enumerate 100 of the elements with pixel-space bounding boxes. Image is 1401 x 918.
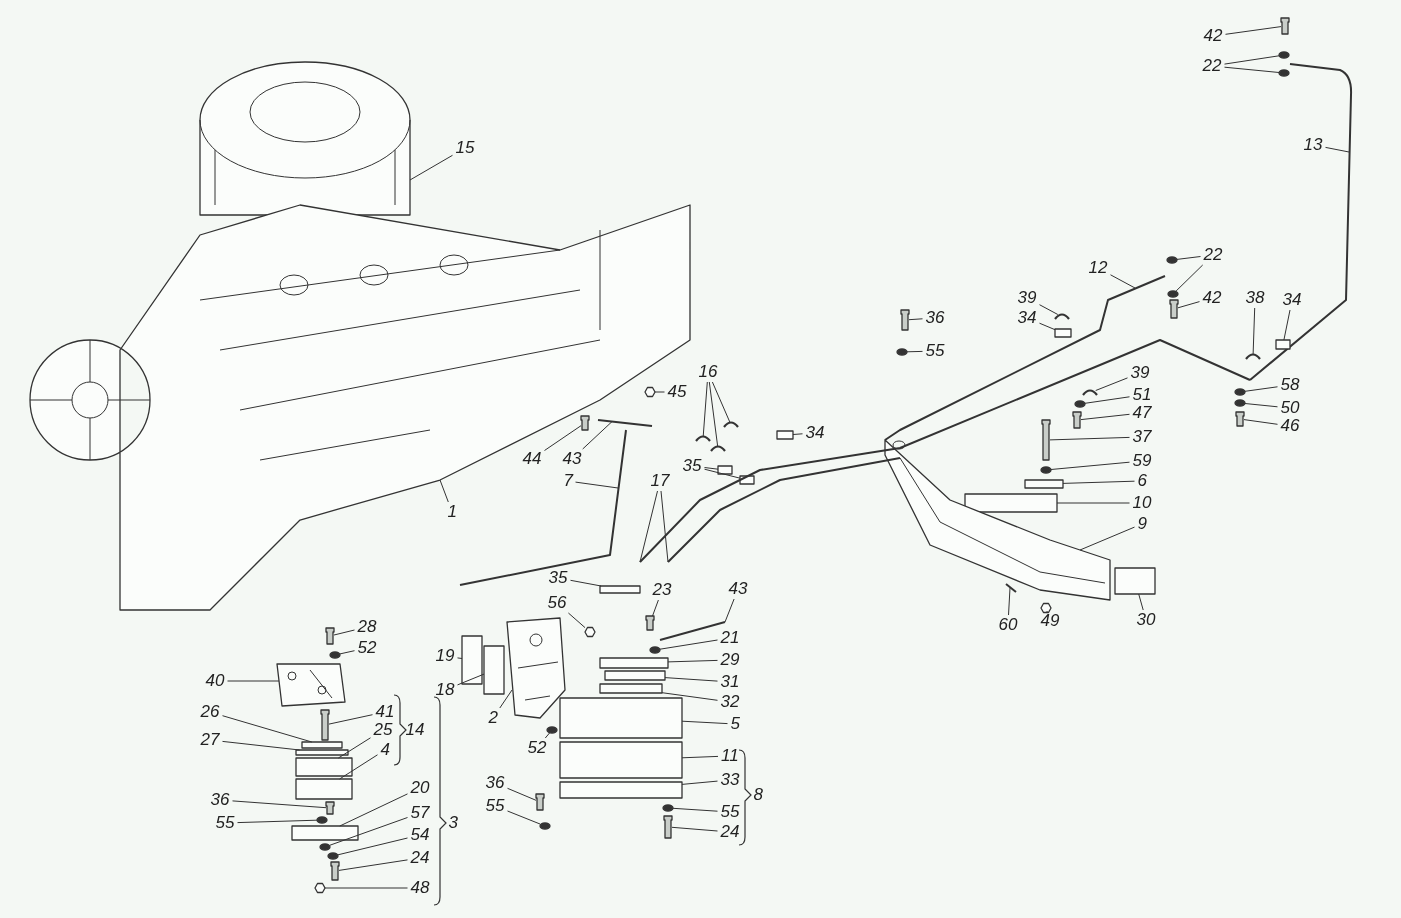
leader-line: [570, 579, 602, 587]
leader-line: [681, 780, 718, 785]
callout-number: 10: [1131, 494, 1153, 512]
washer: [649, 646, 661, 654]
leader-line: [1175, 264, 1204, 292]
callout-number: 55: [924, 342, 946, 360]
leader-line: [704, 467, 719, 470]
leader-line: [1177, 301, 1200, 309]
callout-number: 29: [719, 651, 741, 669]
leader-line: [1050, 461, 1130, 470]
callout-number: 40: [204, 672, 226, 690]
support-bracket-drawing: [506, 617, 566, 719]
leader-line: [792, 433, 803, 435]
callout-number: 18: [434, 681, 456, 699]
callout-number: 34: [1016, 309, 1038, 327]
leader-line: [339, 793, 408, 827]
leader-line: [1224, 66, 1280, 73]
bolt: [1072, 411, 1082, 429]
air-filter-drawing: [199, 61, 411, 216]
bolt: [1169, 299, 1179, 319]
callout-number: 12: [1087, 259, 1109, 277]
callout-number: 30: [1135, 611, 1157, 629]
callout-number: 55: [214, 814, 236, 832]
leader-line: [1110, 274, 1136, 289]
callout-number: 9: [1136, 515, 1148, 533]
callout-number: 43: [561, 450, 583, 468]
callout-number: 34: [804, 424, 826, 442]
callout-number: 54: [409, 826, 431, 844]
leader-line: [1325, 146, 1350, 153]
leader-line: [1225, 26, 1282, 35]
washer: [329, 651, 341, 659]
washer: [1278, 51, 1290, 59]
washer: [539, 822, 551, 830]
leader-line: [222, 740, 301, 751]
leader-line: [338, 859, 408, 871]
leader-line: [702, 381, 708, 437]
callout-number: 27: [199, 731, 221, 749]
callout-number: 28: [356, 618, 378, 636]
bolt: [330, 861, 340, 881]
leader-line: [661, 692, 718, 701]
leader-line: [708, 381, 719, 447]
leader-line: [499, 689, 513, 709]
bolt: [1280, 17, 1290, 35]
washer: [319, 843, 331, 851]
leader-line: [660, 490, 669, 563]
leader-line: [237, 819, 318, 824]
callout-number: 43: [727, 580, 749, 598]
leader-line: [1008, 587, 1011, 616]
callout-number: 37: [1131, 428, 1153, 446]
callout-number: 36: [209, 791, 231, 809]
callout-number: 48: [409, 879, 431, 897]
bolt: [663, 815, 673, 839]
bolt: [535, 793, 545, 811]
leader-line: [439, 479, 449, 503]
leader-line: [1176, 256, 1201, 260]
leader-line: [339, 650, 355, 655]
callout-number: 39: [1129, 364, 1151, 382]
callout-number: 25: [372, 721, 394, 739]
clip: [1245, 353, 1261, 360]
leader-line: [567, 612, 586, 629]
pipe: [639, 339, 1251, 563]
callout-number: 58: [1279, 376, 1301, 394]
leader-line: [1244, 403, 1278, 408]
leader-line: [639, 490, 658, 563]
leader-line: [724, 598, 735, 623]
callout-number: 19: [434, 647, 456, 665]
bolt: [325, 801, 335, 815]
leader-line: [704, 468, 741, 479]
washer: [327, 852, 339, 860]
callout-number: 22: [1201, 57, 1223, 75]
pad: [599, 683, 663, 694]
callout-number: 36: [484, 774, 506, 792]
callout-number: 2: [487, 709, 499, 727]
callout-number: 35: [547, 569, 569, 587]
leader-line: [409, 154, 453, 181]
crossmember-drawing: [884, 439, 1111, 601]
pipe: [884, 275, 1166, 441]
leader-line: [544, 732, 550, 739]
callout-number: 51: [1131, 386, 1153, 404]
callout-number: 3: [447, 814, 459, 832]
cotter-pin: [1005, 583, 1017, 593]
leader-line: [654, 391, 665, 393]
end-bracket: [1114, 567, 1156, 595]
leader-line: [667, 659, 718, 663]
leader-line: [507, 810, 541, 825]
washer: [896, 348, 908, 356]
callout-number: 47: [1131, 404, 1153, 422]
callout-number: 15: [454, 139, 476, 157]
leader-line: [1138, 593, 1144, 611]
callout-number: 13: [1302, 136, 1324, 154]
callout-number: 56: [546, 594, 568, 612]
leader-line: [1039, 322, 1056, 331]
nut: [314, 882, 326, 894]
clip: [1082, 389, 1098, 396]
bolt: [320, 709, 330, 741]
leader-line: [333, 629, 355, 636]
rubber-cushion: [295, 778, 353, 800]
washer: [1166, 256, 1178, 264]
leader-line: [1084, 396, 1130, 404]
plate: [599, 657, 669, 669]
